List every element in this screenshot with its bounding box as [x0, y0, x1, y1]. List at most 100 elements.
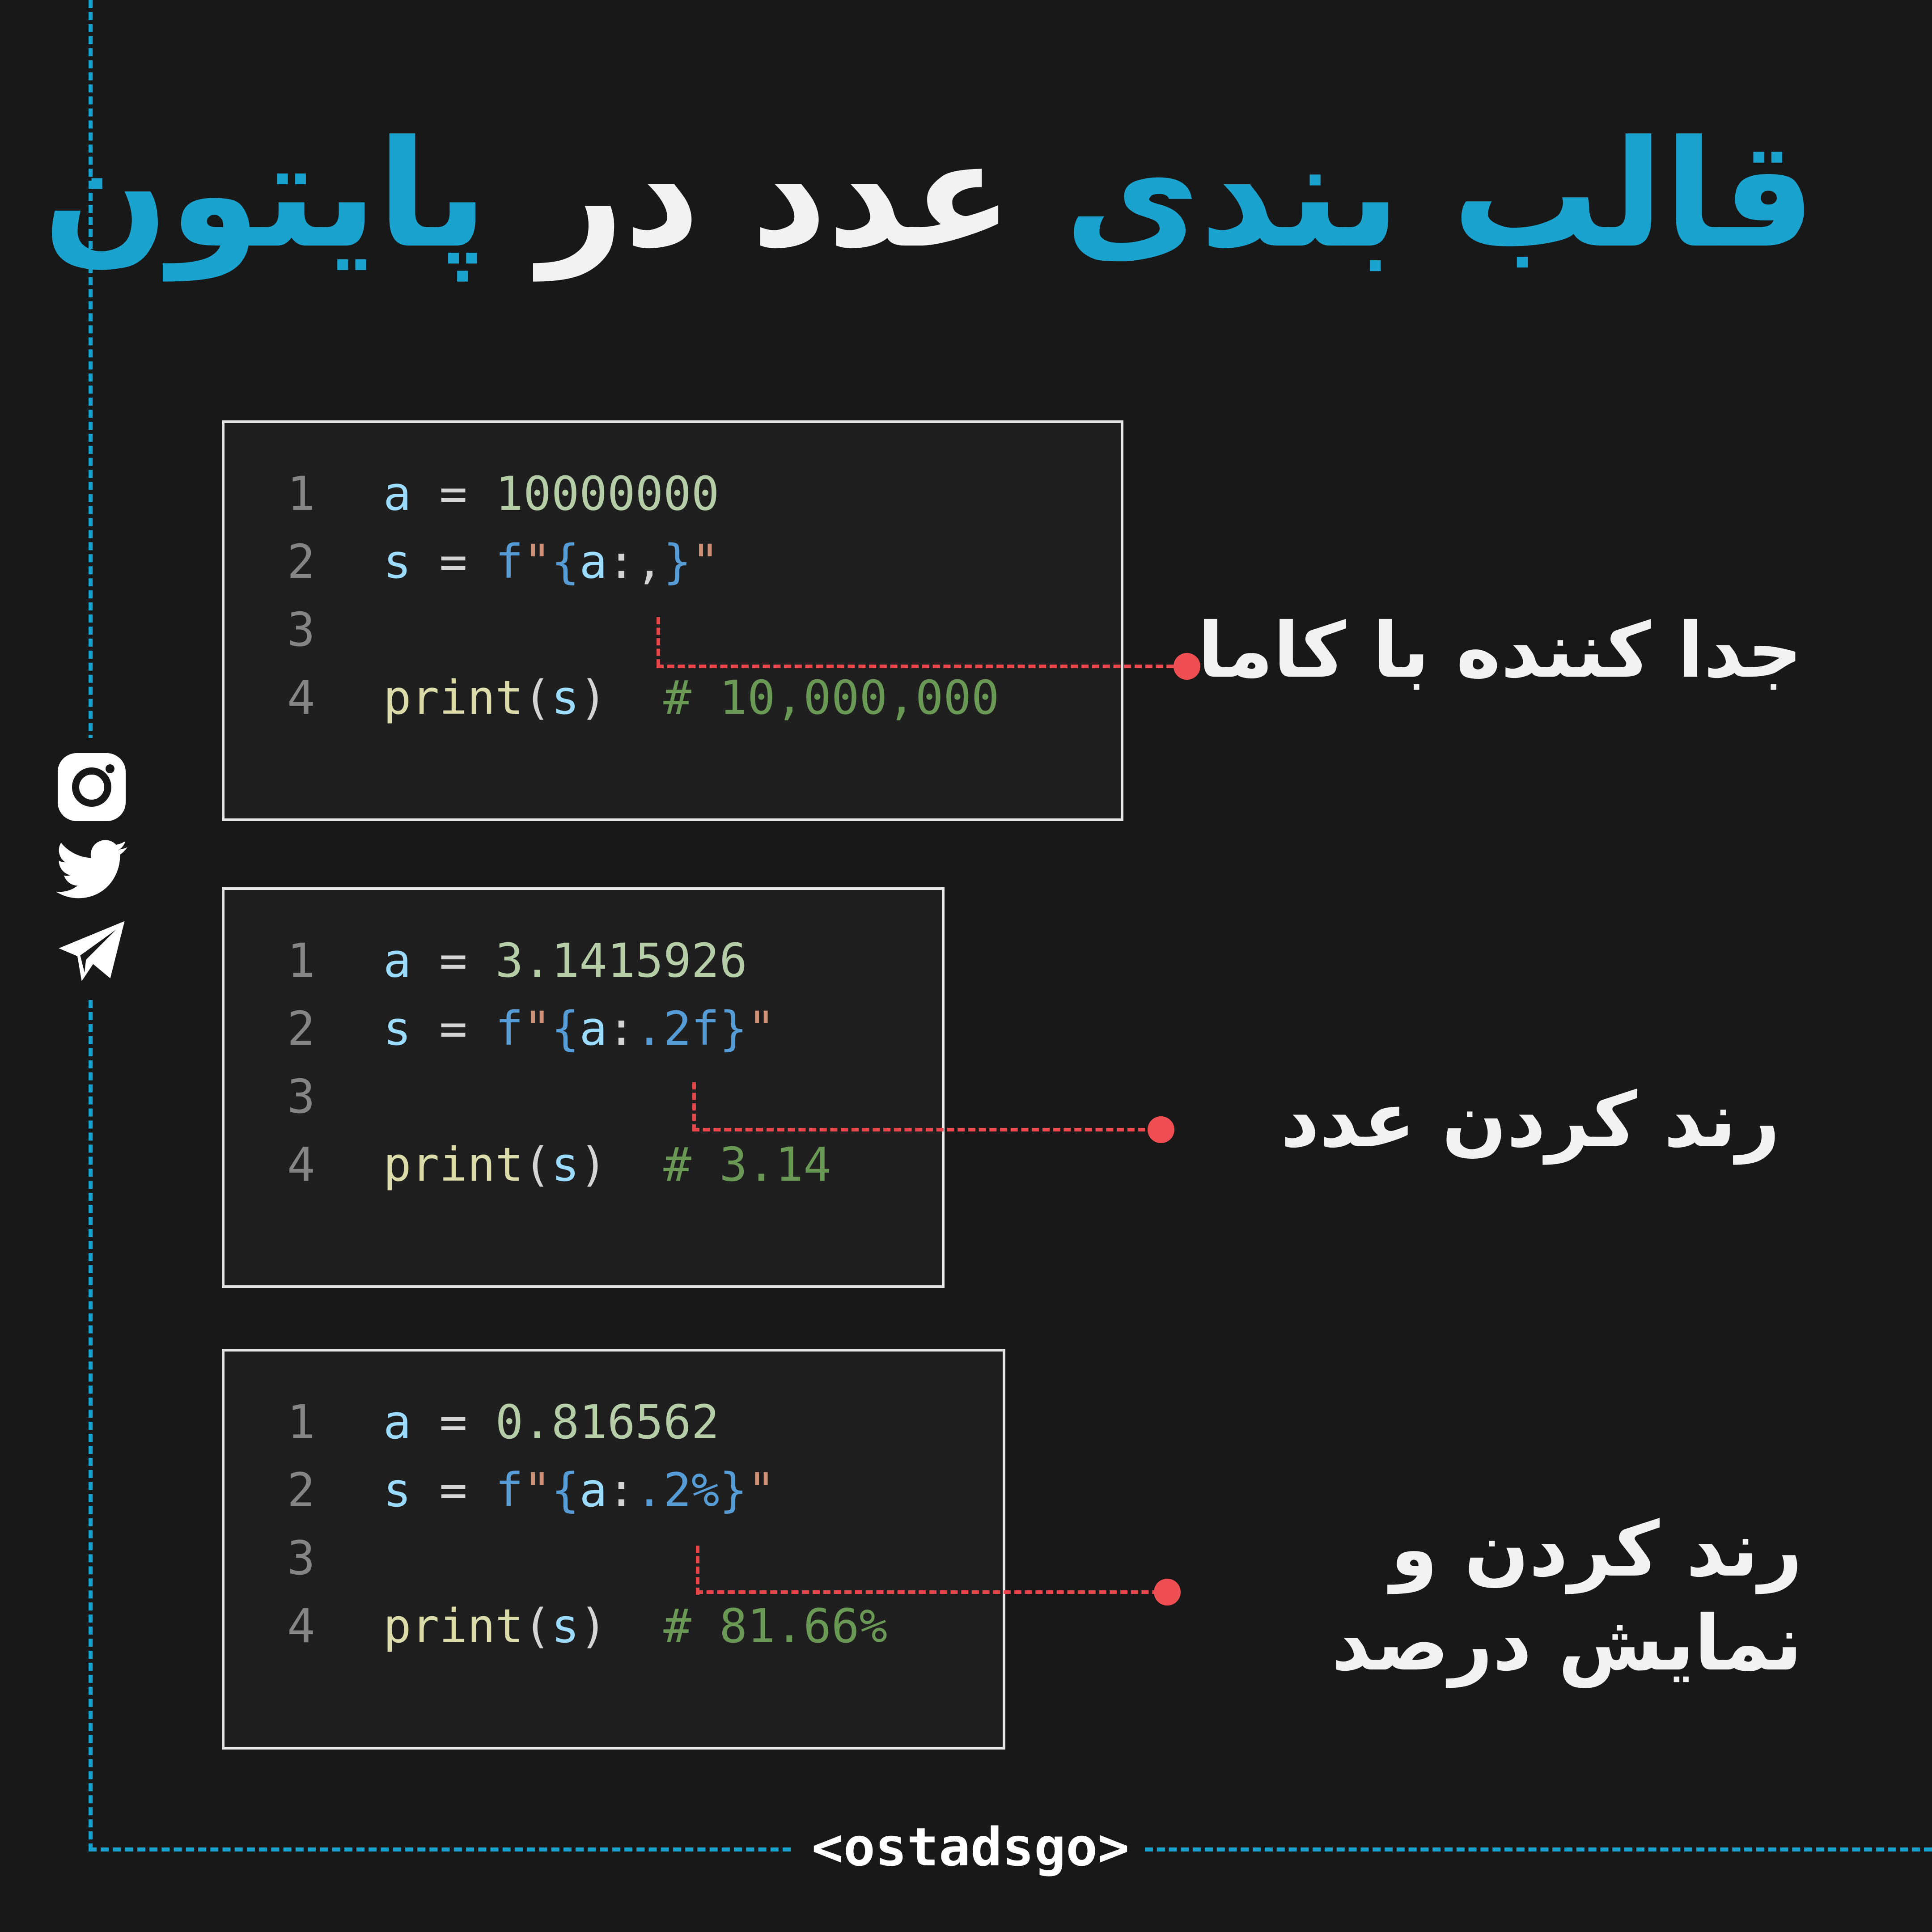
connector-dot — [1148, 1116, 1174, 1143]
label-round-percent-line1: رند کردن و — [1390, 1505, 1802, 1594]
code-token: print — [383, 670, 524, 725]
label-round-percent-line2: نمایش درصد — [1331, 1599, 1802, 1688]
code-token: 3.1415926 — [495, 933, 747, 988]
code-token: = — [411, 1395, 496, 1449]
code-text: print(s) # 10,000,000 — [383, 671, 1000, 724]
code-block: 1 a = 10000000 2 s = f"{a:,}" 3 4 print(s) … — [222, 420, 1123, 821]
line-number: 3 — [287, 1069, 315, 1124]
code-token: : — [607, 1463, 636, 1517]
code-token — [607, 670, 663, 725]
label-comma-separator: جدا کننده با کاما — [1197, 606, 1802, 695]
line-number: 2 — [287, 1463, 315, 1517]
code-token: ( — [523, 1137, 551, 1192]
line-number: 1 — [287, 1395, 315, 1449]
code-token: " — [523, 1463, 551, 1517]
code-token: ) — [579, 1137, 607, 1192]
code-token: .2f — [635, 1001, 720, 1056]
connector-dot — [1174, 653, 1200, 680]
line-number: 1 — [287, 466, 315, 521]
code-token: } — [663, 534, 691, 589]
code-token: s — [551, 670, 580, 725]
code-token: a — [383, 466, 411, 521]
telegram-icon[interactable] — [56, 917, 127, 988]
code-token: a — [579, 1001, 607, 1056]
connector-horizontal — [657, 665, 1184, 668]
connector-dot — [1154, 1579, 1181, 1606]
code-block: 1 a = 3.1415926 2 s = f"{a:.2f}" 3 4 print(… — [222, 887, 945, 1288]
code-token: ) — [579, 1599, 607, 1653]
title-part-3: پایتون — [42, 109, 488, 280]
connector-vertical — [657, 617, 660, 666]
line-number: 1 — [287, 933, 315, 988]
code-token: = — [411, 933, 496, 988]
code-text: a = 0.816562 — [383, 1395, 719, 1449]
frame-bottom-border — [89, 1847, 791, 1852]
code-token: } — [719, 1463, 748, 1517]
code-token: # 3.14 — [663, 1137, 831, 1192]
line-number: 2 — [287, 1001, 315, 1056]
code-token: a — [579, 534, 607, 589]
code-token: s — [551, 1137, 580, 1192]
code-token: " — [523, 1001, 551, 1056]
code-token: " — [523, 534, 551, 589]
connector-horizontal — [696, 1590, 1170, 1594]
code-token: 10000000 — [495, 466, 720, 521]
line-number: 4 — [287, 1137, 315, 1192]
code-token: a — [579, 1463, 607, 1517]
code-token: s — [383, 534, 411, 589]
code-token: # 81.66% — [663, 1599, 888, 1653]
title-part-1: قالب بندی — [1064, 109, 1816, 280]
code-token: # 10,000,000 — [663, 670, 1000, 725]
code-token: .2% — [635, 1463, 720, 1517]
code-token: a — [383, 1395, 411, 1449]
social-icons — [54, 738, 130, 997]
code-token: : — [607, 1001, 636, 1056]
code-token: ) — [579, 670, 607, 725]
code-token: print — [383, 1137, 524, 1192]
page-title: قالب بندی عدد در پایتون — [43, 89, 1816, 300]
brand-handle: <ostadsgo> — [811, 1816, 1130, 1878]
code-token: ( — [523, 1599, 551, 1653]
code-text: a = 3.1415926 — [383, 934, 747, 987]
code-token: s — [551, 1599, 580, 1653]
code-text: s = f"{a:,}" — [383, 535, 719, 589]
line-number: 4 — [287, 670, 315, 725]
code-text: s = f"{a:.2f}" — [383, 1002, 775, 1055]
code-text: s = f"{a:.2%}" — [383, 1463, 775, 1517]
code-token: :, — [607, 534, 664, 589]
frame-bottom-border-right — [1145, 1847, 1932, 1852]
code-token: " — [691, 534, 720, 589]
line-number: 2 — [287, 534, 315, 589]
line-number: 3 — [287, 1531, 315, 1585]
code-token: " — [747, 1001, 775, 1056]
label-round-number: رند کردن عدد — [1280, 1076, 1780, 1165]
code-token: = — [411, 1463, 496, 1517]
code-token: f — [495, 1001, 524, 1056]
code-text: a = 10000000 — [383, 467, 719, 521]
code-token: s — [383, 1001, 411, 1056]
code-token: = — [411, 1001, 496, 1056]
code-text: print(s) # 3.14 — [383, 1138, 831, 1191]
code-token: { — [551, 534, 580, 589]
code-token: s — [383, 1463, 411, 1517]
code-token: = — [411, 534, 496, 589]
code-token — [607, 1599, 663, 1653]
code-token: = — [411, 466, 496, 521]
code-token: " — [747, 1463, 775, 1517]
code-token: ( — [523, 670, 551, 725]
title-part-2: عدد در — [539, 109, 1013, 280]
code-token: f — [495, 1463, 524, 1517]
code-token: print — [383, 1599, 524, 1653]
line-number: 3 — [287, 602, 315, 657]
code-text: print(s) # 81.66% — [383, 1599, 887, 1653]
instagram-icon[interactable] — [56, 751, 127, 823]
code-token: a — [383, 933, 411, 988]
code-token: { — [551, 1463, 580, 1517]
line-number: 4 — [287, 1599, 315, 1653]
code-token: 0.816562 — [495, 1395, 720, 1449]
connector-horizontal — [692, 1128, 1166, 1131]
connector-vertical — [696, 1546, 699, 1595]
code-token — [607, 1137, 663, 1192]
twitter-icon[interactable] — [56, 839, 127, 901]
